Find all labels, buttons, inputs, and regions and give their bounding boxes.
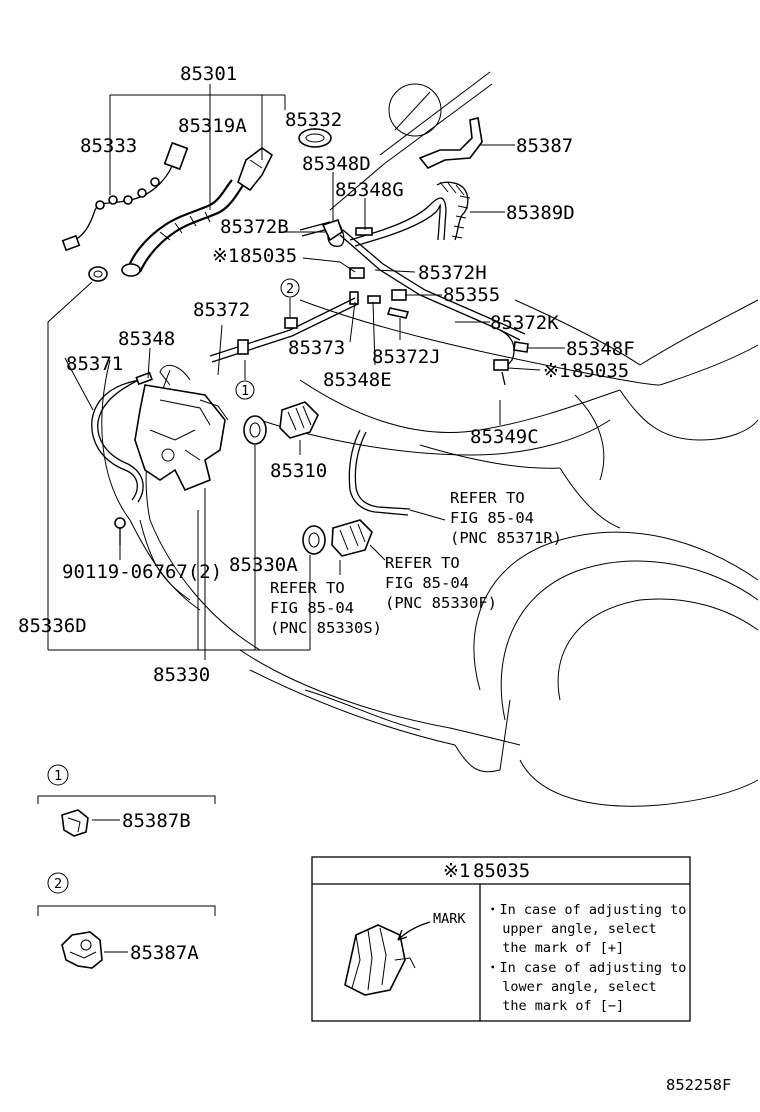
label-85372B: 85372B [220,216,289,238]
label-85348F: 85348F [566,338,635,360]
inset-1: 1 85387B [37,764,216,837]
refer-note-85371R: REFER TO FIG 85-04 (PNC 85371R) [450,489,562,547]
note-box-title: 85035 [473,860,530,882]
inset-circle-1 [47,764,69,786]
ref-mark-85035-upper: ※1 [212,245,239,267]
callout-circle-1 [235,380,255,400]
refer-line: REFER TO [450,489,525,507]
label-85348D: 85348D [302,153,371,175]
refer-note-85330F: REFER TO FIG 85-04 (PNC 85330F) [385,554,497,612]
clip-85387A-shape [61,931,103,969]
label-85371: 85371 [66,353,123,375]
callout-circle-2 [280,278,300,298]
label-85389D: 85389D [506,202,575,224]
refer-line: FIG 85-04 [385,574,469,592]
refer-line: FIG 85-04 [450,509,534,527]
label-85372H: 85372H [418,262,487,284]
refer-note-85330S: REFER TO FIG 85-04 (PNC 85330S) [270,579,382,637]
note-line-4: ・In case of adjusting to [486,960,686,976]
label-85330: 85330 [153,664,210,686]
note-line-3: the mark of [+] [486,940,624,956]
ref-mark-85035-right: ※1 [543,360,570,382]
label-85301: 85301 [180,63,237,85]
mark-arrow [397,921,431,941]
label-85330A: 85330A [229,554,298,576]
inset-2: 2 85387A [37,872,216,969]
mark-label: MARK [433,911,466,927]
leader-lines [47,84,565,660]
label-85372K: 85372K [490,312,559,334]
label-85035-upper: 85035 [240,245,297,267]
clip-85387B-shape [61,809,89,837]
label-85348E: 85348E [323,369,392,391]
label-85310: 85310 [270,460,327,482]
label-85387: 85387 [516,135,573,157]
label-85348G: 85348G [335,179,404,201]
label-85349C: 85349C [470,426,539,448]
refer-line: REFER TO [270,579,345,597]
inset-circle-2 [47,872,69,894]
label-85372: 85372 [193,299,250,321]
callout-number-1: 1 [241,383,249,399]
figure-id: 852258F [666,1076,731,1094]
note-line-1: ・In case of adjusting to [486,902,686,918]
hose-85319A [121,147,274,277]
note-box-ref-mark: ※1 [443,860,470,882]
label-85035-right: 85035 [572,360,629,382]
refer-line: (PNC 85371R) [450,529,562,547]
label-85348: 85348 [118,328,175,350]
label-90119-06767: 90119-06767(2) [62,561,222,583]
note-box-85035: ※1 85035 MARK ・In case of adjusting to u… [311,856,691,1022]
label-85387B: 85387B [122,810,191,832]
note-line-5: lower angle, select [486,979,657,995]
label-85332: 85332 [285,109,342,131]
refer-line: REFER TO [385,554,460,572]
washer-pumps [243,401,411,557]
note-line-6: the mark of [−] [486,998,624,1014]
note-line-2: upper angle, select [486,921,657,937]
refer-line: (PNC 85330F) [385,594,497,612]
label-85373: 85373 [288,337,345,359]
inset-number-1: 1 [54,768,62,784]
wire-85333 [61,141,189,252]
label-85333: 85333 [80,135,137,157]
clip-mark-illustration [344,924,406,996]
callout-number-2: 2 [286,281,294,297]
inset-number-2: 2 [54,876,62,892]
label-85355: 85355 [443,284,500,306]
refer-line: (PNC 85330S) [270,619,382,637]
label-85336D: 85336D [18,615,87,637]
label-85387A: 85387A [130,942,199,964]
label-85319A: 85319A [178,115,247,137]
label-85372J: 85372J [372,346,441,368]
washer-tank [134,364,229,492]
refer-line: FIG 85-04 [270,599,354,617]
